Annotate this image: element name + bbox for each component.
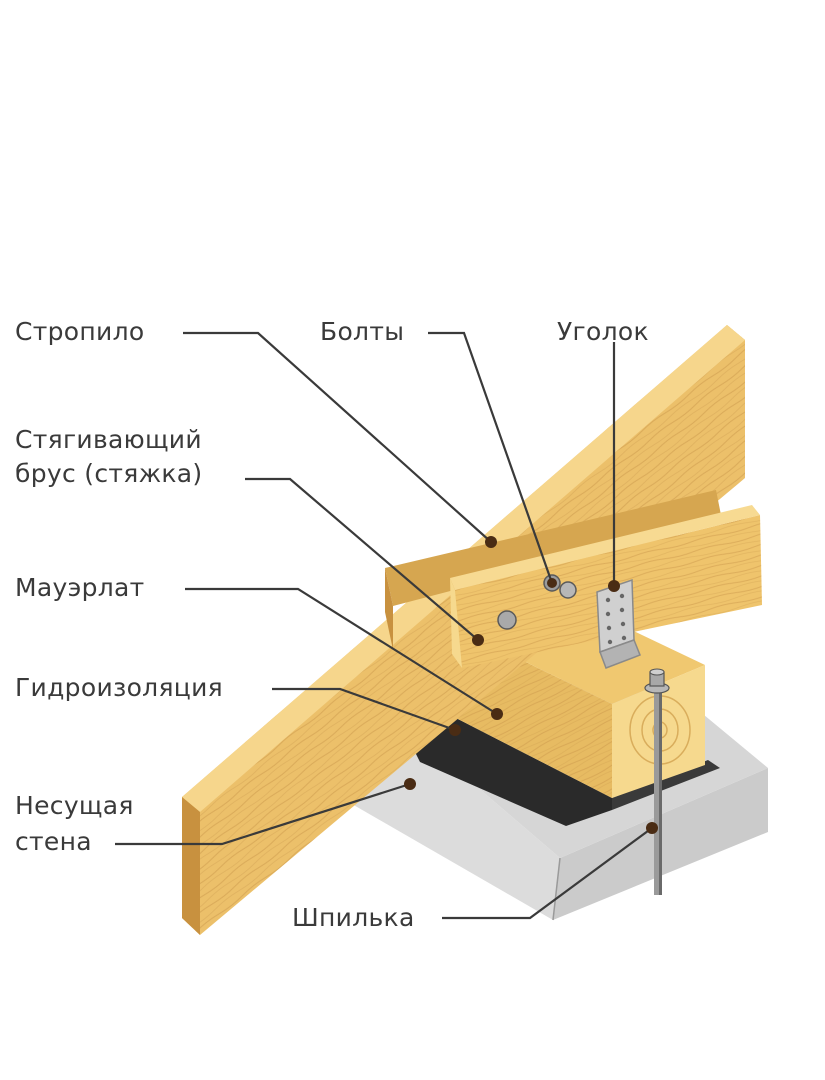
leader-dots	[404, 536, 658, 834]
label-rafter: Стропило	[15, 317, 145, 346]
leader-rafter	[183, 331, 492, 543]
tie-beam-front-top	[450, 505, 760, 590]
threaded-stud	[644, 668, 670, 895]
leader-tie-beam	[245, 477, 479, 641]
leader-mauerlat	[185, 587, 498, 715]
leader-waterproofing	[272, 687, 456, 732]
wall-front-face	[345, 738, 560, 920]
leader-lines	[115, 331, 653, 920]
label-waterproofing: Гидроизоляция	[15, 673, 224, 702]
label-wall-line2: стена	[15, 827, 92, 856]
label-wall-line1: Несущая	[15, 791, 134, 820]
label-mauerlat: Мауэрлат	[15, 573, 145, 602]
label-bolts: Болты	[320, 317, 405, 346]
rafter-bottom-end	[182, 797, 200, 935]
corner-bracket	[596, 578, 641, 669]
label-corner: Уголок	[557, 317, 649, 346]
waterproofing-layer	[410, 716, 612, 826]
tie-beam-front-end	[450, 578, 462, 668]
bolt-icon	[559, 581, 577, 599]
leader-stud	[442, 827, 653, 920]
bolt-icon	[497, 610, 517, 630]
label-tie-beam-line2: брус (стяжка)	[15, 459, 203, 488]
leader-bolts	[428, 331, 554, 584]
tie-beam-rear-end	[385, 568, 393, 650]
label-stud: Шпилька	[292, 903, 415, 932]
leader-wall	[115, 782, 411, 846]
label-tie-beam-line1: Стягивающий	[15, 425, 202, 454]
